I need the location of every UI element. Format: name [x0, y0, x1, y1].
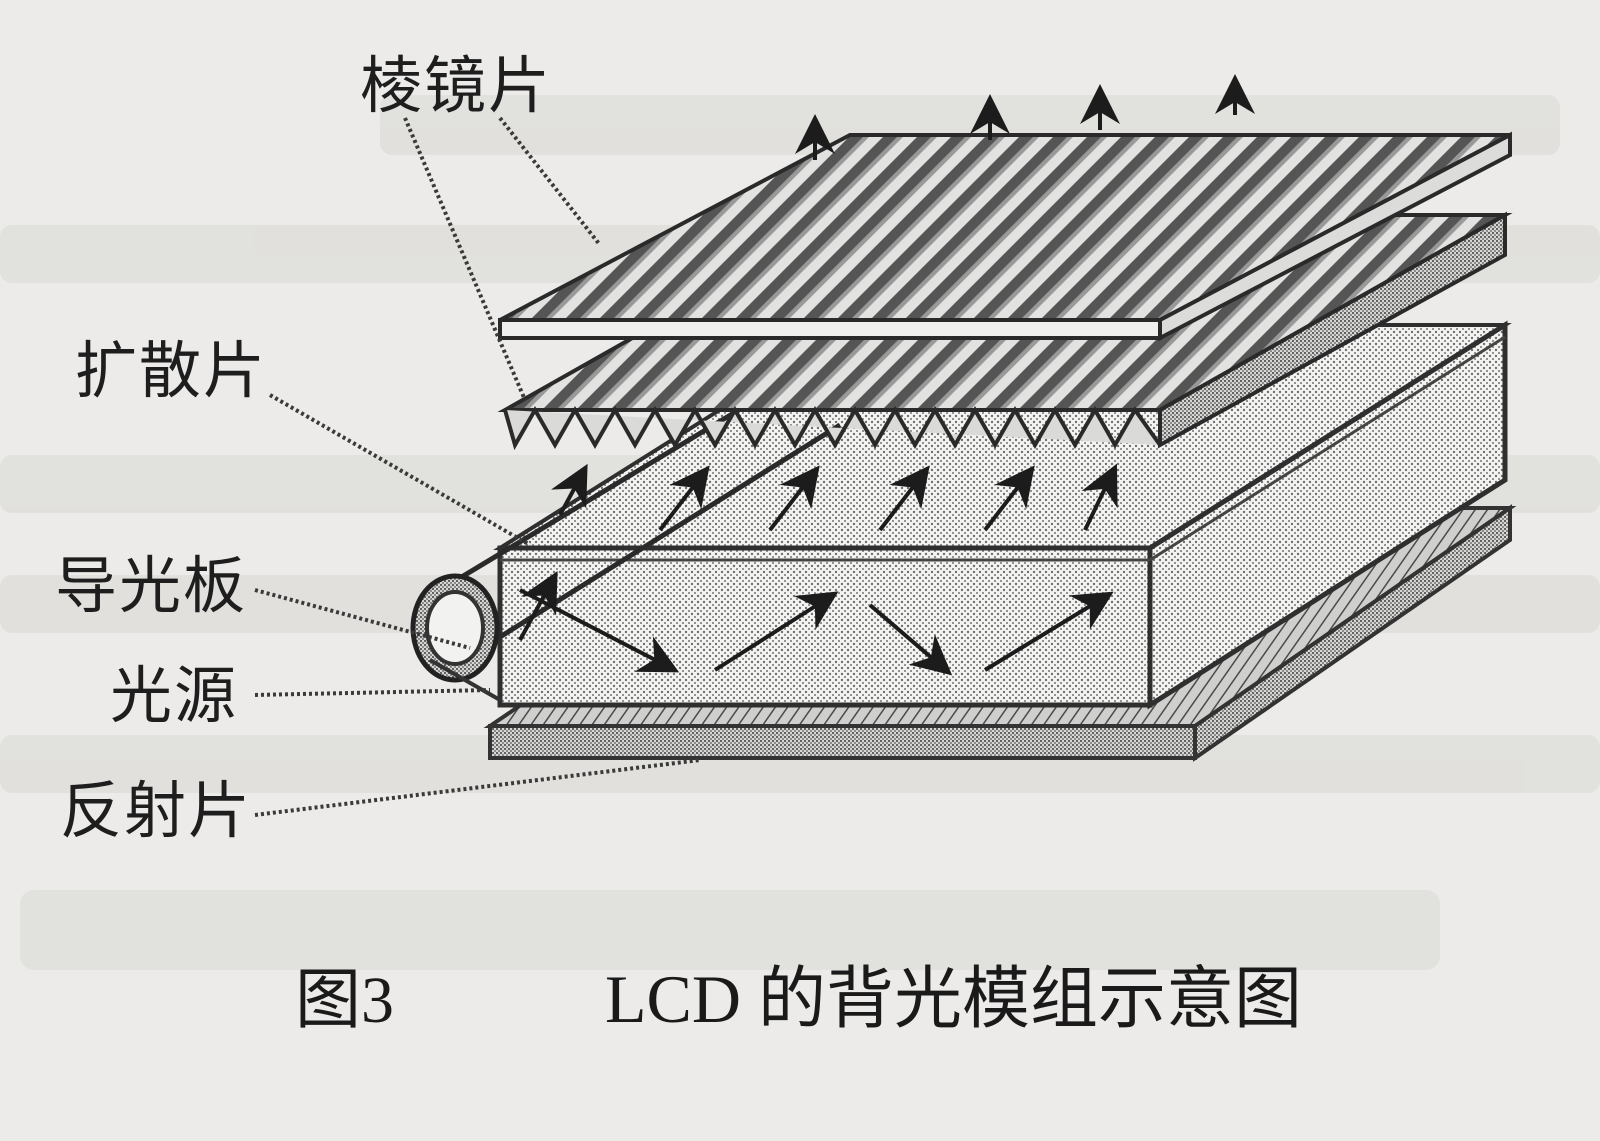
light-rays-upward [550, 463, 1118, 532]
label-prism-sheet: 棱镜片 [360, 49, 553, 122]
figure-number: 图3 [295, 964, 394, 1037]
label-light-source: 光源 [110, 659, 239, 732]
leader-line-diffuser [269, 393, 531, 547]
leader-line-light-guide [254, 588, 471, 650]
leader-line-light-source [254, 688, 491, 697]
leader-line-prism-b [498, 116, 602, 247]
light-rays-internal [518, 570, 1114, 676]
label-light-guide-plate: 导光板 [55, 549, 248, 622]
figure-title: LCD 的背光模组示意图 [605, 961, 1303, 1037]
leader-line-prism-a [403, 117, 527, 401]
leader-lines [254, 116, 701, 817]
label-diffuser-sheet: 扩散片 [75, 334, 268, 407]
prism-sheet [498, 74, 1512, 342]
label-reflector-sheet: 反射片 [60, 774, 253, 847]
leader-line-reflector [254, 758, 701, 817]
light-source-tube [410, 352, 842, 702]
